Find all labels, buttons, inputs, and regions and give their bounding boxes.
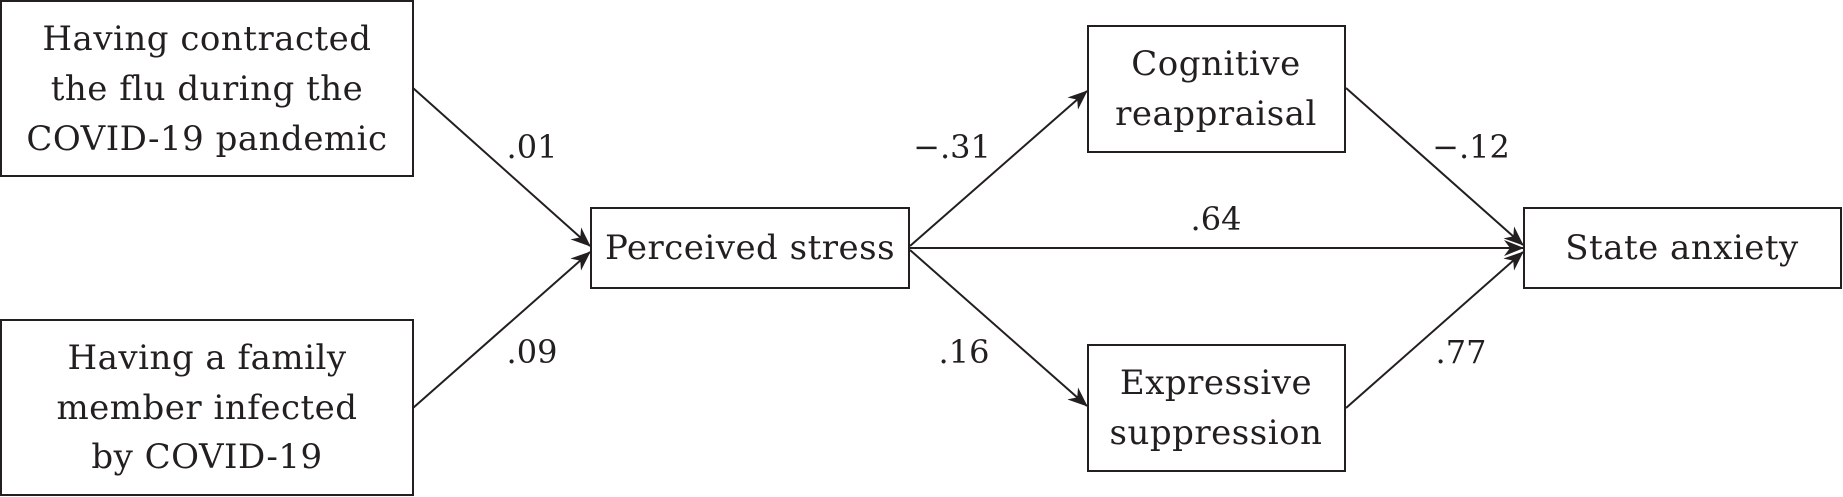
coef-stress-to-expressive: .16 — [939, 333, 990, 371]
coef-flu-to-stress: .01 — [507, 128, 558, 166]
node-expressive-line-2: suppression — [1110, 413, 1323, 453]
node-family-line-3: by COVID-19 — [91, 437, 322, 477]
coef-cognitive-to-anxiety: −.12 — [1432, 128, 1510, 166]
node-expressive-line-1: Expressive — [1120, 363, 1312, 403]
node-flu-line-1: Having contracted — [42, 19, 371, 59]
node-cognitive-line-2: reappraisal — [1115, 94, 1317, 134]
node-family-line-1: Having a family — [67, 338, 346, 378]
coef-expressive-to-anxiety: .77 — [1436, 333, 1487, 371]
coef-family-to-stress: .09 — [507, 333, 558, 371]
coef-stress-to-anxiety: .64 — [1191, 200, 1242, 238]
edge-family-to-stress: .09 — [412, 251, 591, 409]
node-perceived-stress: Perceived stress — [590, 207, 910, 289]
node-perceived-stress-label: Perceived stress — [605, 228, 895, 268]
node-flu: Having contracted the flu during the COV… — [0, 0, 414, 177]
node-cognitive-line-1: Cognitive — [1131, 44, 1300, 84]
node-family: Having a family member infected by COVID… — [0, 319, 414, 496]
edge-expressive-to-anxiety: .77 — [1345, 251, 1524, 409]
node-family-line-2: member infected — [56, 388, 357, 428]
edge-stress-to-cognitive: −.31 — [909, 90, 1088, 247]
node-cognitive-reappraisal: Cognitive reappraisal — [1087, 25, 1346, 153]
edge-stress-to-anxiety: .64 — [910, 200, 1524, 256]
edge-stress-to-expressive: .16 — [909, 249, 1088, 407]
node-state-anxiety-label: State anxiety — [1565, 228, 1799, 268]
node-state-anxiety: State anxiety — [1523, 207, 1842, 289]
edge-cognitive-to-anxiety: −.12 — [1345, 87, 1524, 246]
node-flu-line-2: the flu during the — [51, 69, 364, 109]
node-flu-line-3: COVID-19 pandemic — [26, 119, 387, 159]
edge-flu-to-stress: .01 — [412, 87, 591, 247]
coef-stress-to-cognitive: −.31 — [913, 128, 991, 166]
node-expressive-suppression: Expressive suppression — [1087, 344, 1346, 472]
